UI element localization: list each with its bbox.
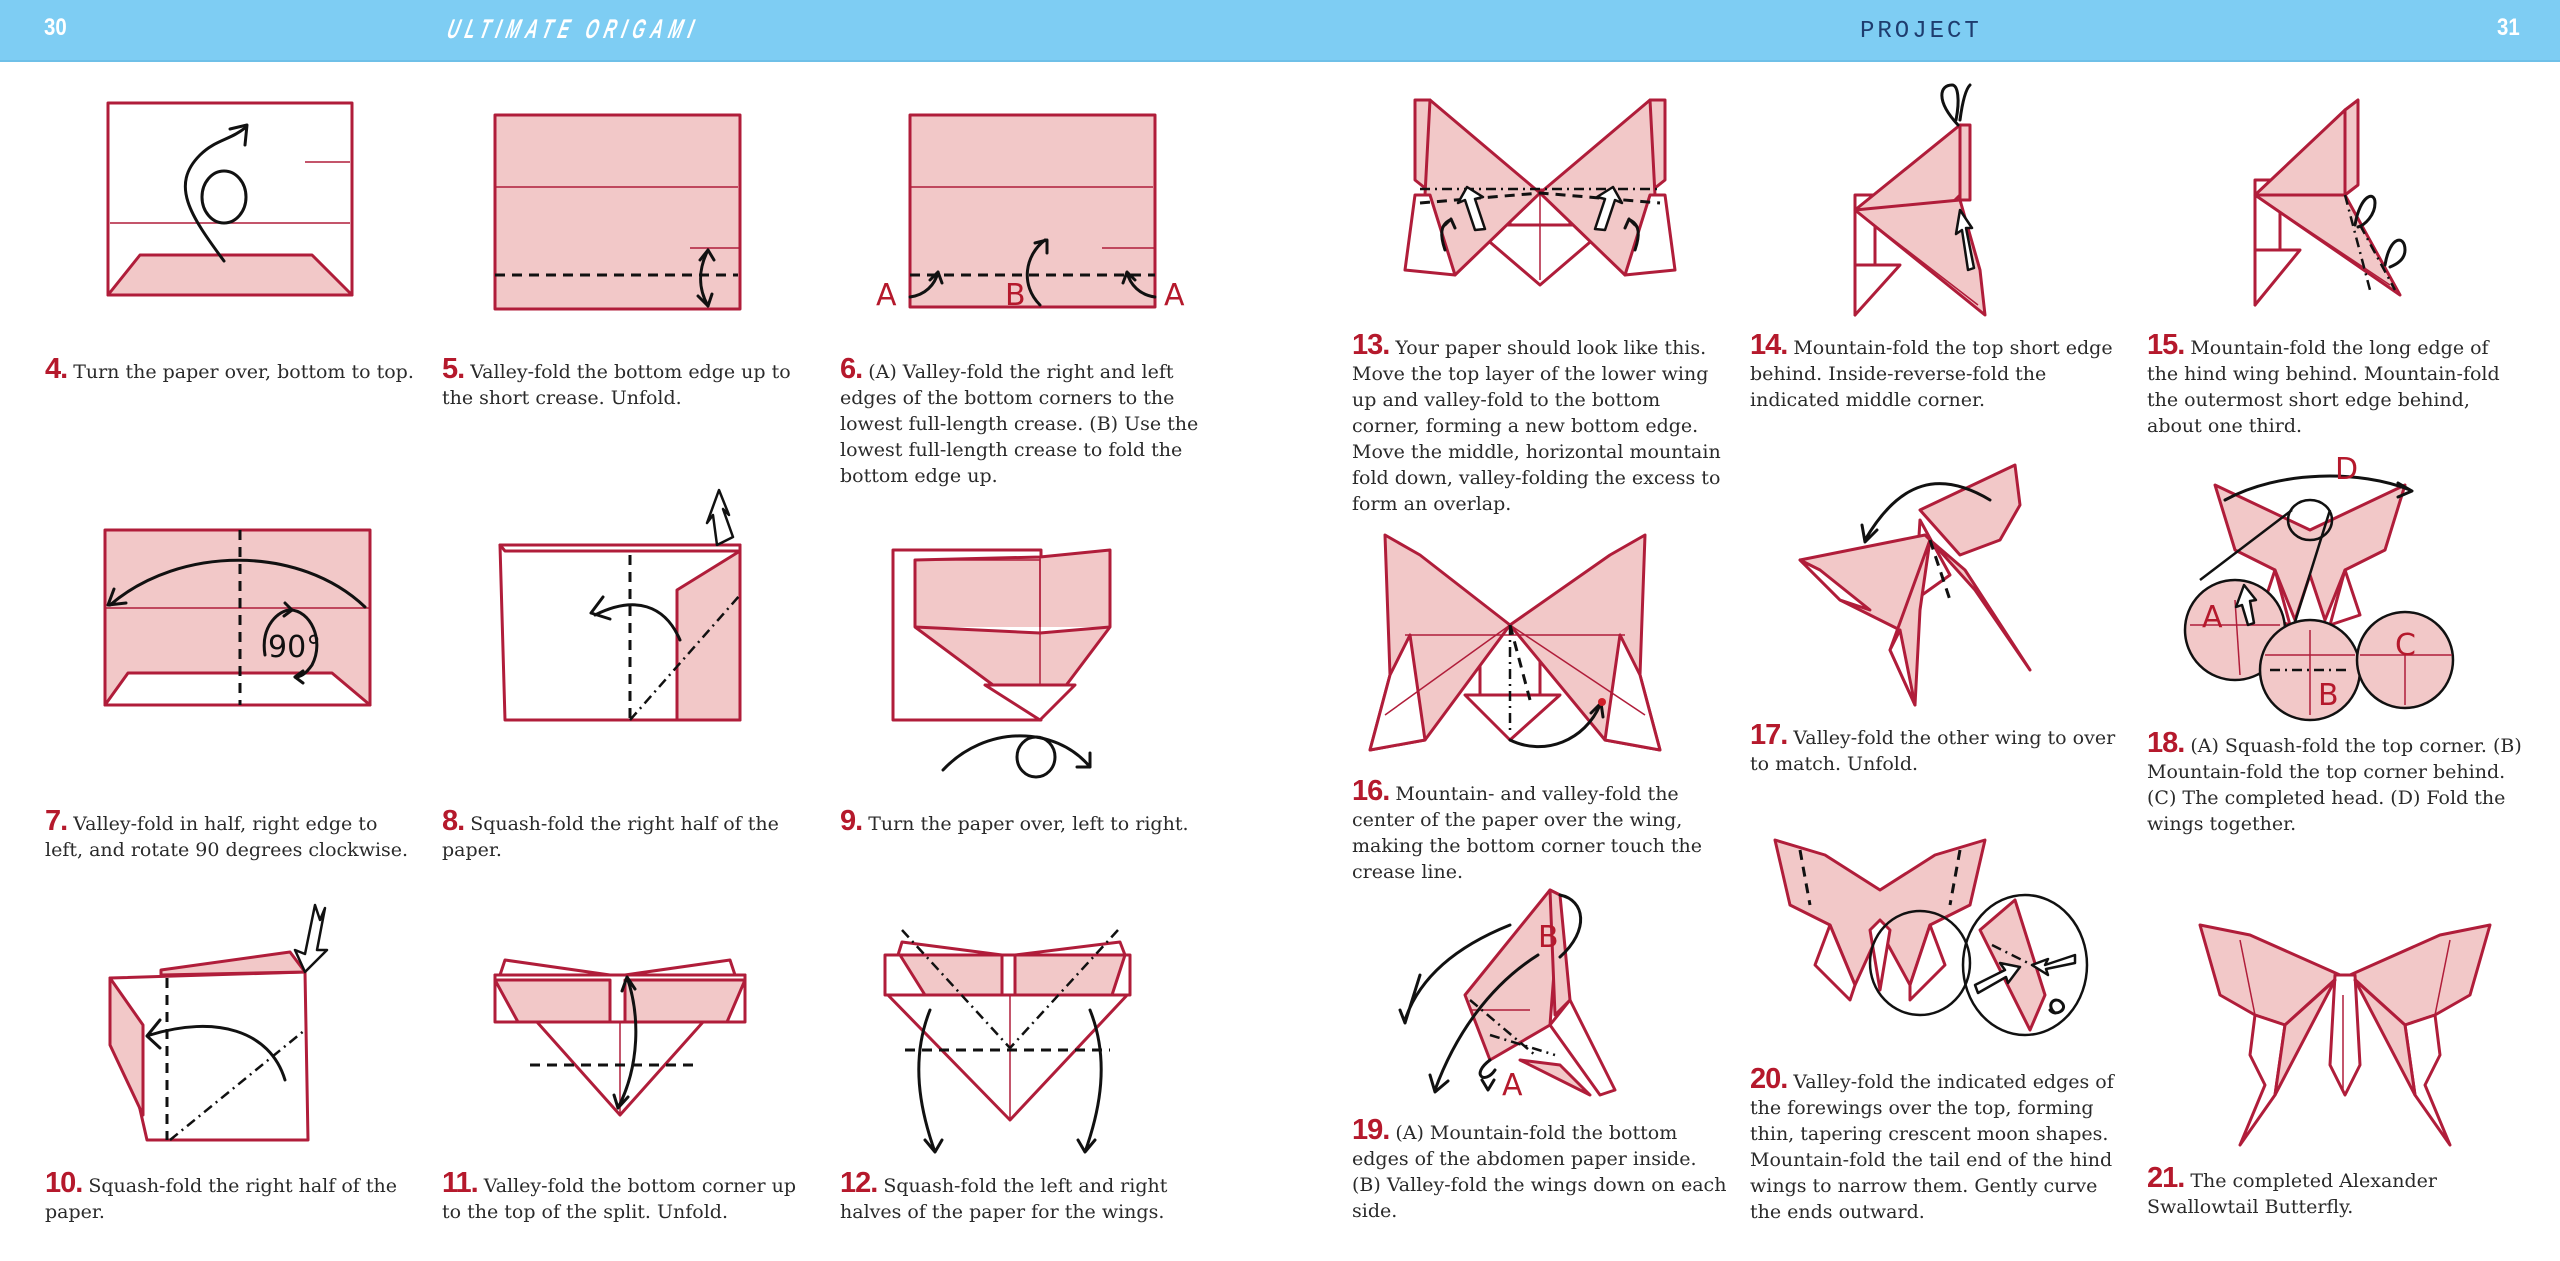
step-11-diagram: [490, 925, 760, 1125]
step-18-diagram: A B C D: [2170, 452, 2480, 730]
right-page-number: 31: [2497, 14, 2520, 41]
step-20-number: 20.: [1750, 1063, 1788, 1095]
step-10-instruction: 10.Squash-fold the right half of the pap…: [45, 1167, 397, 1224]
step-8-diagram: [495, 485, 775, 730]
label-c: C: [2395, 628, 2416, 663]
step-5-number: 5.: [442, 353, 465, 385]
step-4-diagram: [100, 95, 360, 305]
label-d: D: [2335, 452, 2358, 487]
step-4-number: 4.: [45, 353, 68, 385]
step-16-number: 16.: [1352, 775, 1390, 807]
step-19-instruction: 19.(A) Mountain-fold the bottom edges of…: [1352, 1114, 1727, 1223]
step-17-instruction: 17.Valley-fold the other wing to over to…: [1750, 719, 2116, 776]
step-10-diagram: [105, 890, 375, 1145]
step-13-instruction: 13.Your paper should look like this. Mov…: [1352, 329, 1721, 516]
step-18-number: 18.: [2147, 727, 2185, 759]
step-20-instruction: 20.Valley-fold the indicated edges of th…: [1750, 1063, 2114, 1224]
step-15-diagram: [2240, 85, 2440, 315]
label-a: A: [2202, 600, 2223, 635]
step-21-number: 21.: [2147, 1162, 2185, 1194]
step-14-number: 14.: [1750, 329, 1788, 361]
page-header-bar: 30 ULTIMATE ORIGAMI PROJECT 31: [0, 0, 2560, 62]
label-a: A: [1502, 1068, 1523, 1103]
step-14-instruction: 14.Mountain-fold the top short edge behi…: [1750, 329, 2113, 412]
step-6-diagram: A B A: [870, 100, 1200, 320]
step-21-diagram: [2195, 915, 2495, 1147]
step-6-number: 6.: [840, 353, 863, 385]
step-13-number: 13.: [1352, 329, 1390, 361]
step-21-instruction: 21.The completed Alexander Swallowtail B…: [2147, 1162, 2437, 1219]
step-20-diagram: [1770, 835, 2100, 1055]
step-13-diagram: [1395, 95, 1685, 287]
step-12-instruction: 12.Squash-fold the left and right halves…: [840, 1167, 1168, 1224]
label-a-left: A: [876, 278, 897, 313]
step-5-instruction: 5.Valley-fold the bottom edge up to the …: [442, 353, 791, 410]
step-4-instruction: 4.Turn the paper over, bottom to top.: [45, 353, 414, 385]
book-title: ULTIMATE ORIGAMI: [444, 14, 703, 44]
step-17-diagram: [1780, 460, 2040, 720]
step-9-instruction: 9.Turn the paper over, left to right.: [840, 805, 1189, 837]
step-7-number: 7.: [45, 805, 68, 837]
step-10-number: 10.: [45, 1167, 83, 1199]
step-12-number: 12.: [840, 1167, 878, 1199]
step-8-number: 8.: [442, 805, 465, 837]
step-11-number: 11.: [442, 1167, 479, 1199]
step-14-diagram: [1840, 80, 2040, 320]
step-19-number: 19.: [1352, 1114, 1390, 1146]
step-19-diagram: A B: [1390, 885, 1660, 1103]
step-9-number: 9.: [840, 805, 863, 837]
label-a-right: A: [1164, 278, 1185, 313]
step-8-instruction: 8.Squash-fold the right half of the pape…: [442, 805, 779, 862]
step-18-instruction: 18.(A) Squash-fold the top corner. (B) M…: [2147, 727, 2522, 836]
step-5-diagram: [490, 110, 750, 315]
label-b: B: [2318, 678, 2339, 713]
step-16-instruction: 16.Mountain- and valley-fold the center …: [1352, 775, 1703, 884]
label-b: B: [1005, 278, 1026, 313]
step-7-instruction: 7.Valley-fold in half, right edge to lef…: [45, 805, 409, 862]
left-page-number: 30: [44, 14, 67, 41]
step-12-diagram: [880, 920, 1140, 1160]
section-label: PROJECT: [1860, 18, 1982, 45]
rotation-label: 90°: [268, 630, 321, 665]
step-15-instruction: 15.Mountain-fold the long edge of the hi…: [2147, 329, 2500, 438]
step-7-diagram: 90°: [100, 525, 375, 710]
step-6-instruction: 6.(A) Valley-fold the right and left edg…: [840, 353, 1199, 488]
step-11-instruction: 11.Valley-fold the bottom corner up to t…: [442, 1167, 797, 1224]
step-17-number: 17.: [1750, 719, 1788, 751]
step-15-number: 15.: [2147, 329, 2185, 361]
step-16-diagram: [1365, 525, 1665, 760]
label-b: B: [1538, 920, 1559, 955]
step-9-diagram: [885, 545, 1125, 779]
